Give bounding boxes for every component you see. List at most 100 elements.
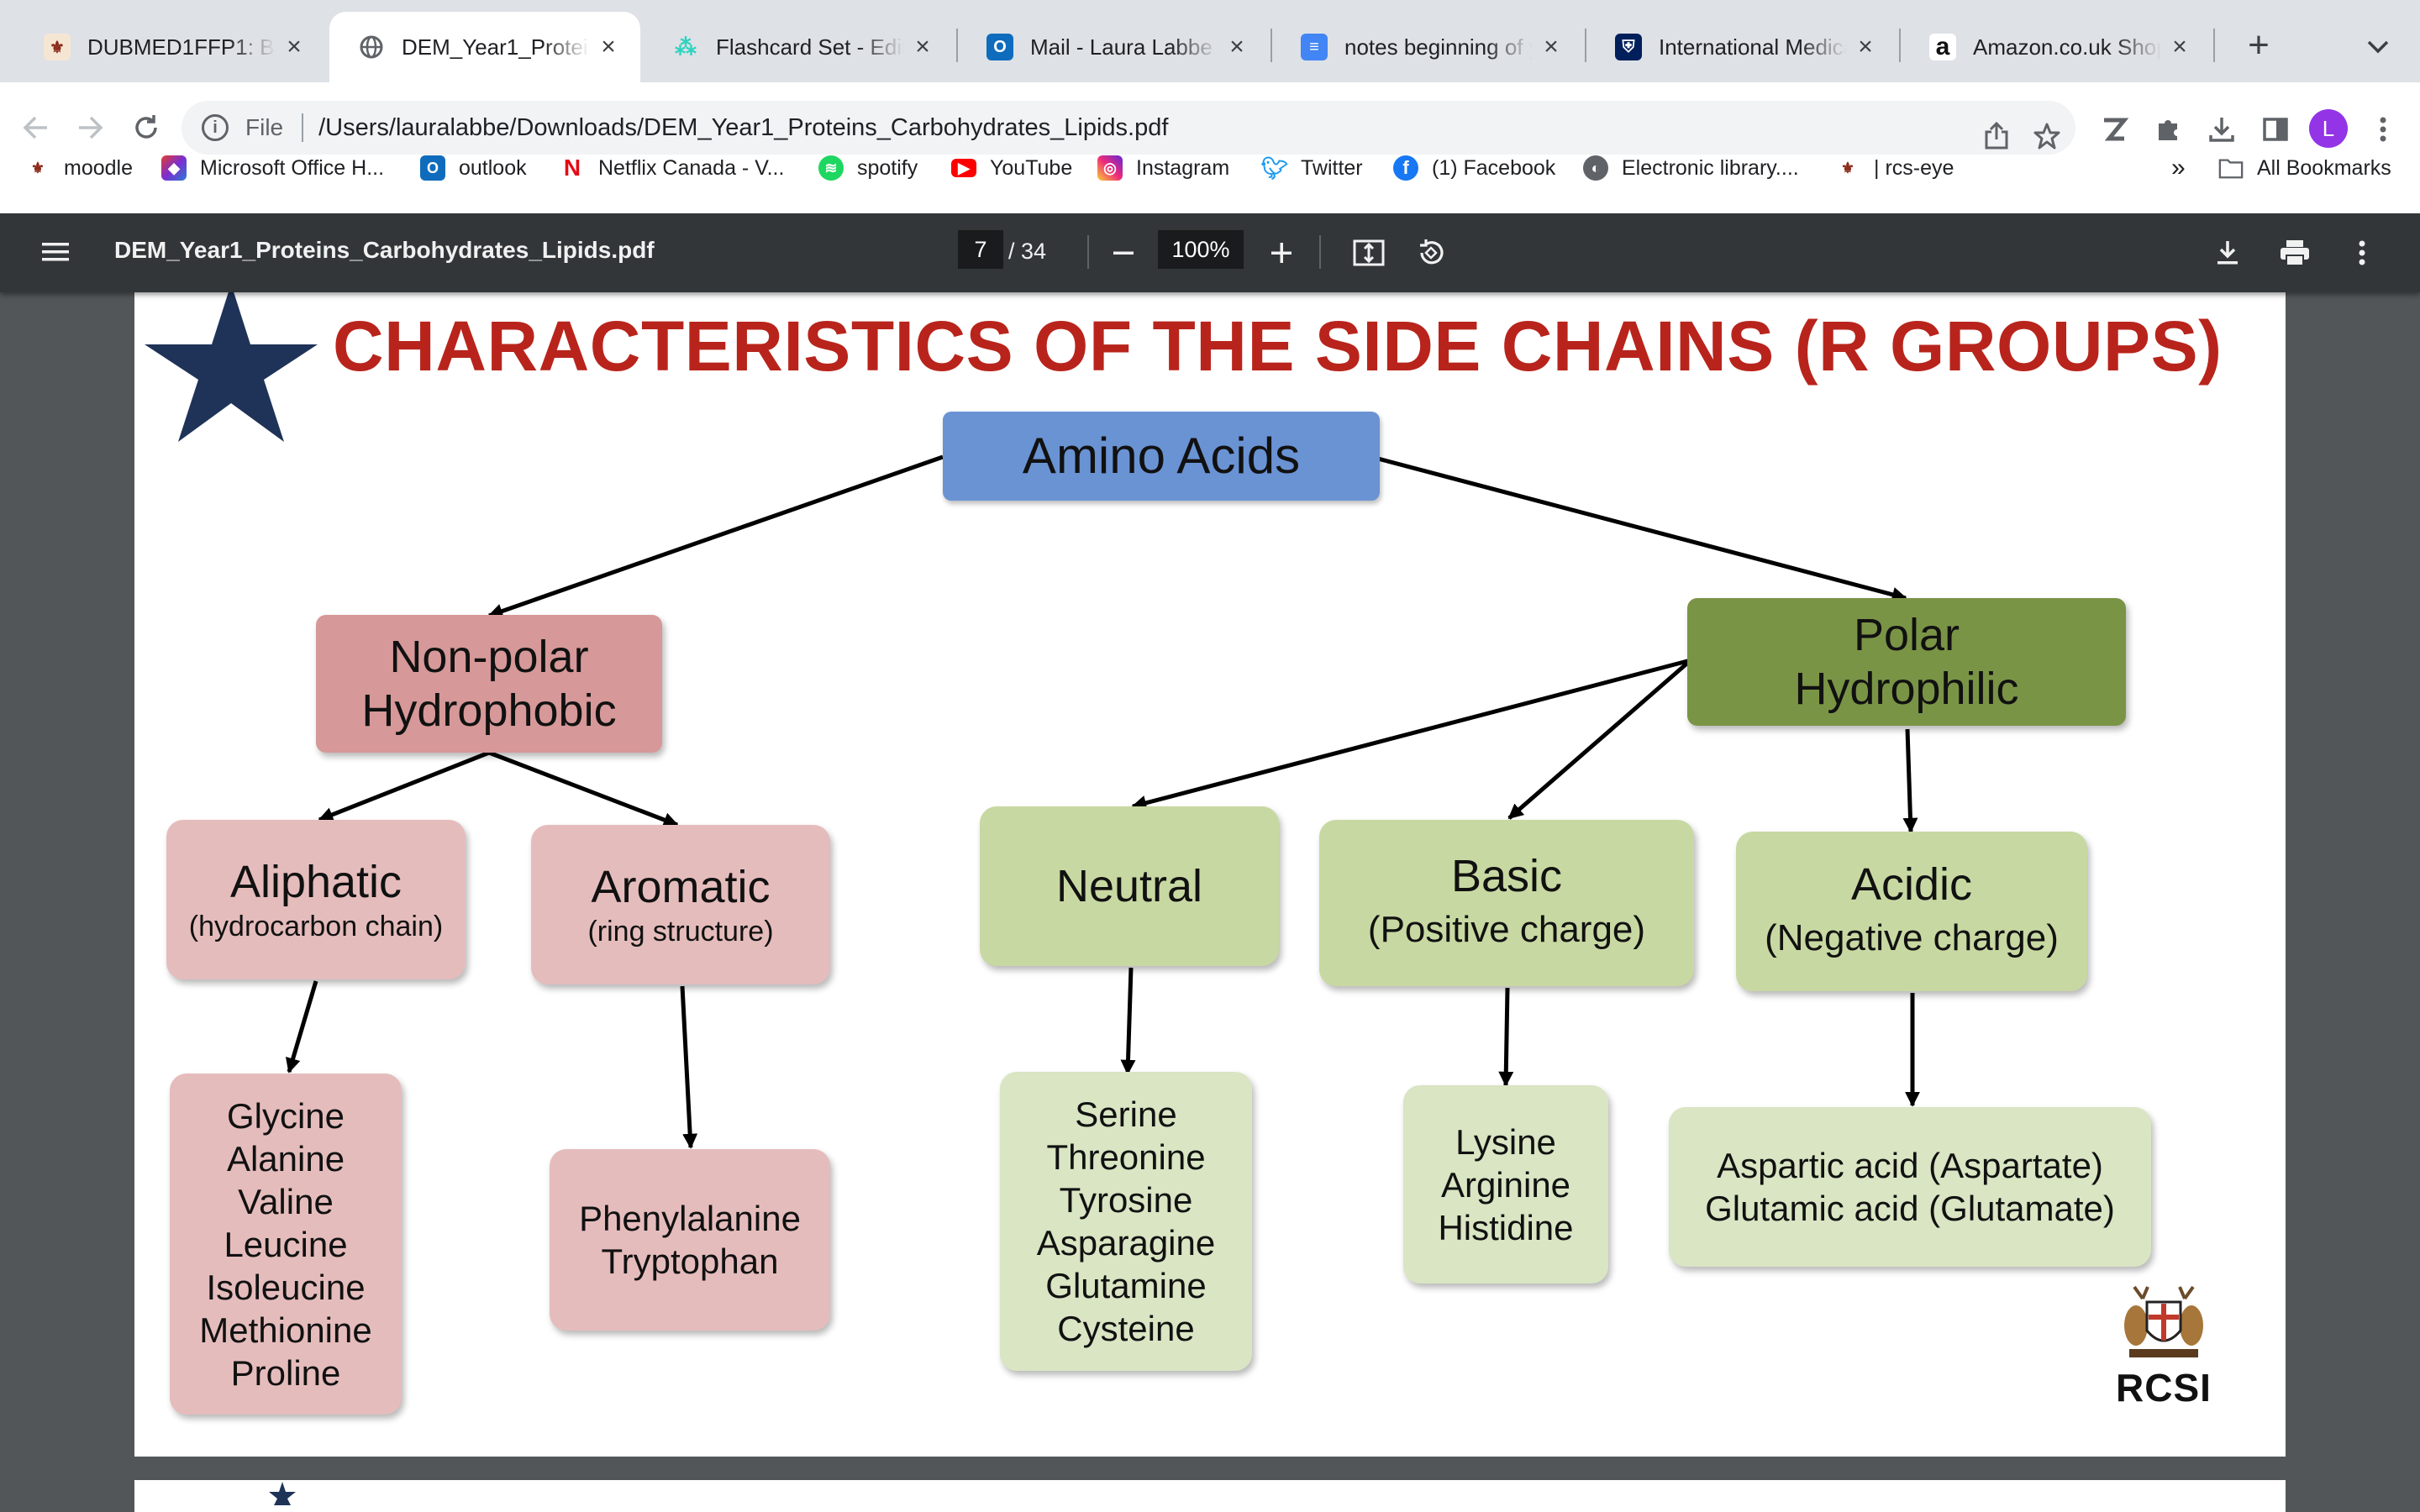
more-vertical-icon — [2359, 240, 2365, 265]
amino-acids-box: Amino Acids — [943, 412, 1380, 501]
bookmark-facebook[interactable]: f(1) Facebook — [1393, 151, 1555, 185]
bookmark-youtube[interactable]: ▶YouTube — [951, 151, 1072, 185]
tab-separator — [1270, 29, 1272, 62]
rotate-icon — [1420, 239, 1444, 265]
new-tab-button[interactable]: + — [2248, 24, 2270, 66]
close-icon[interactable]: × — [1229, 33, 1244, 60]
address-bar[interactable]: i File /Users/lauralabbe/Downloads/DEM_Y… — [182, 101, 2075, 155]
globe-favicon-icon — [358, 34, 385, 60]
acidic-amino-acids-list: Aspartic acid (Aspartate) Glutamic acid … — [1669, 1107, 2151, 1267]
arrow-aromatic-to-list — [680, 985, 698, 1149]
arrow-basic-to-list — [1498, 987, 1514, 1087]
basic-box: Basic (Positive charge) — [1319, 820, 1694, 986]
puzzle-piece-icon[interactable] — [2146, 108, 2190, 151]
toolbar-divider — [1319, 235, 1321, 269]
aliphatic-amino-acids-list: Glycine Alanine Valine Leucine Isoleucin… — [170, 1074, 402, 1415]
zoom-level-input[interactable]: 100% — [1158, 230, 1244, 269]
arrow-root-to-nonpolar — [487, 454, 944, 619]
nonpolar-hydrophobic-box: Non-polar Hydrophobic — [316, 615, 662, 753]
pdf-filename: DEM_Year1_Proteins_Carbohydrates_Lipids.… — [114, 237, 655, 263]
download-button[interactable] — [2207, 232, 2249, 274]
aliphatic-box: Aliphatic (hydrocarbon chain) — [166, 820, 466, 979]
office-icon: ◆ — [161, 155, 187, 181]
print-button[interactable] — [2274, 232, 2316, 274]
quizlet-favicon-icon: ⁂ — [675, 34, 697, 60]
reload-button[interactable] — [121, 102, 171, 153]
close-icon[interactable]: × — [1544, 33, 1559, 60]
info-icon[interactable]: i — [202, 114, 229, 141]
page-number-input[interactable]: 7 — [958, 230, 1003, 269]
tab-google-docs[interactable]: ≡ notes beginning of year × — [1272, 12, 1583, 82]
zotero-extension-icon[interactable] — [2092, 108, 2136, 151]
tab-outlook[interactable]: O Mail - Laura Labbe - Outlook × — [958, 12, 1269, 82]
all-bookmarks-button[interactable]: All Bookmarks — [2218, 151, 2391, 185]
tab-search-button[interactable] — [2356, 25, 2400, 69]
rcsi-crest-icon: ⚜ — [1840, 159, 1855, 176]
minus-icon — [1113, 251, 1134, 255]
bookmark-instagram[interactable]: ◎Instagram — [1097, 151, 1229, 185]
tab-biochemistry[interactable]: ⚜ DUBMED1FFP1: Biochemistry × — [15, 12, 326, 82]
netflix-icon: N — [563, 155, 581, 181]
bookmark-twitter[interactable]: 🐦︎Twitter — [1260, 151, 1363, 185]
arrow-nonpolar-to-aromatic — [488, 750, 679, 827]
side-panel-icon[interactable] — [2254, 108, 2297, 151]
close-icon[interactable]: × — [915, 33, 930, 60]
bookmark-star-icon[interactable] — [2027, 116, 2067, 156]
close-icon[interactable]: × — [1858, 33, 1873, 60]
tab-separator — [1585, 29, 1586, 62]
zoom-in-button[interactable] — [1260, 232, 1302, 274]
download-icon[interactable] — [2200, 108, 2244, 151]
twitter-icon: 🐦︎ — [1260, 155, 1289, 181]
tab-quizlet[interactable]: ⁂ Flashcard Set - Edit | Quizlet × — [644, 12, 955, 82]
more-actions-button[interactable] — [2341, 232, 2383, 274]
bookmark-rcs-eye[interactable]: ⚜| rcs-eye — [1835, 151, 1954, 185]
polar-hydrophilic-box: Polar Hydrophilic — [1687, 598, 2126, 726]
aromatic-box: Aromatic (ring structure) — [531, 825, 830, 984]
neutral-amino-acids-list: Serine Threonine Tyrosine Asparagine Glu… — [1000, 1072, 1252, 1371]
back-button[interactable] — [10, 102, 60, 153]
tab-strip: ⚜ DUBMED1FFP1: Biochemistry × DEM_Year1_… — [0, 0, 2420, 82]
share-icon[interactable] — [1976, 116, 2017, 156]
hamburger-menu-icon[interactable] — [39, 235, 72, 269]
fit-page-button[interactable] — [1348, 232, 1390, 274]
forward-button[interactable] — [66, 102, 116, 153]
tab-title: Mail - Laura Labbe - Outlook — [1030, 34, 1218, 60]
bookmark-spotify[interactable]: ≋spotify — [818, 151, 918, 185]
close-icon[interactable]: × — [601, 33, 616, 60]
chevron-down-icon — [2367, 40, 2389, 54]
close-icon[interactable]: × — [287, 33, 302, 60]
bookmark-electronic-library[interactable]: ◐Electronic library.... — [1583, 151, 1799, 185]
rcsi-crest-icon: ⚜ — [30, 159, 45, 176]
url-text[interactable]: /Users/lauralabbe/Downloads/DEM_Year1_Pr… — [318, 113, 1169, 141]
tab-international-medical[interactable]: ⛨ International Medical × — [1586, 12, 1897, 82]
arrow-left-icon — [23, 116, 47, 139]
bookmark-moodle[interactable]: ⚜moodle — [25, 151, 133, 185]
slide-title: CHARACTERISTICS OF THE SIDE CHAINS (R GR… — [333, 307, 2223, 386]
profile-avatar[interactable]: L — [2309, 109, 2348, 148]
tab-title: International Medical — [1659, 34, 1847, 60]
tab-proteins-pdf[interactable]: DEM_Year1_Proteins_Carbohydrates × — [329, 12, 640, 82]
google-docs-favicon-icon: ≡ — [1301, 34, 1328, 60]
bookmark-label: YouTube — [990, 155, 1073, 180]
more-vertical-icon[interactable] — [2361, 108, 2405, 151]
bookmarks-overflow-button[interactable]: » — [2171, 154, 2186, 181]
globe-icon: ◐ — [1583, 155, 1608, 181]
arrow-aliphatic-to-list — [285, 980, 318, 1074]
plus-icon — [1271, 243, 1292, 263]
bookmark-microsoft-office[interactable]: ◆Microsoft Office H... — [161, 151, 384, 185]
rcsi-crest-icon — [2124, 1285, 2203, 1357]
tab-amazon[interactable]: a Amazon.co.uk Shopping × — [1901, 12, 2212, 82]
next-pdf-page — [134, 1480, 2286, 1512]
penn-crest-favicon-icon: ⛨ — [1615, 34, 1642, 60]
aromatic-amino-acids-list: Phenylalanine Tryptophan — [550, 1149, 830, 1331]
rotate-button[interactable] — [1410, 232, 1452, 274]
bookmark-label: spotify — [857, 155, 918, 180]
arrow-polar-to-basic — [1507, 659, 1692, 820]
printer-icon — [2281, 240, 2309, 266]
close-icon[interactable]: × — [2172, 33, 2187, 60]
outlook-icon: O — [420, 155, 445, 181]
zoom-out-button[interactable] — [1102, 232, 1144, 274]
instagram-icon: ◎ — [1097, 155, 1123, 181]
